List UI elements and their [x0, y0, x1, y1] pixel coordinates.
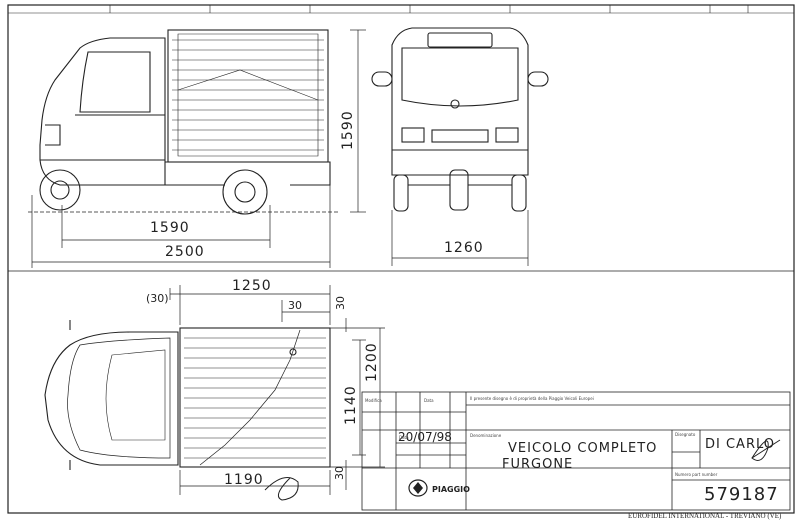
- front-view-vehicle: [371, 27, 549, 212]
- top-view-vehicle: [44, 320, 331, 470]
- dim-side-length: 2500: [165, 244, 205, 260]
- title-fine-print-3: Il presente disegno è di proprietà della…: [470, 396, 594, 401]
- side-view-vehicle: [39, 29, 331, 215]
- title-block: [361, 391, 791, 511]
- dim-top-lower-length: 1190: [224, 472, 264, 488]
- dim-front-width: 1260: [444, 240, 484, 256]
- title-fine-print-1: Modifica: [365, 398, 382, 403]
- dim-top-box-width-outer: 1200: [364, 342, 380, 382]
- label-disegnato: Disegnato: [675, 432, 696, 437]
- dim-top-offset-left: (30): [146, 292, 169, 305]
- dim-side-height: 1590: [340, 110, 356, 150]
- dim-side-wheelbase: 1590: [150, 220, 190, 236]
- piaggio-logo: PIAGGIO: [408, 479, 470, 497]
- svg-text:PIAGGIO: PIAGGIO: [432, 485, 470, 494]
- label-denominazione: Denominazione: [470, 433, 502, 438]
- drawing-subtitle: FURGONE: [502, 457, 573, 472]
- label-part-number: Numero part number: [675, 472, 718, 477]
- dim-top-offset-mid: 30: [288, 299, 302, 312]
- dim-top-offset-bottom: 30: [333, 466, 346, 480]
- drawing-date: 20/07/98: [398, 430, 452, 444]
- drawing-description: VEICOLO COMPLETO: [508, 441, 657, 456]
- dim-top-box-length: 1250: [232, 278, 272, 294]
- dim-top-box-width-inner: 1140: [343, 385, 359, 425]
- title-fine-print-2: Data: [424, 398, 434, 403]
- drawing-part-number: 579187: [704, 484, 779, 505]
- drafter-signature: [751, 439, 781, 461]
- footer-credit: EUROFIDEL INTERNATIONAL - TREVIANO (VE): [628, 512, 782, 520]
- drawing-drafter: DI CARLO: [705, 437, 775, 452]
- label-data: Data: [399, 435, 409, 440]
- dim-top-offset-right: 30: [334, 296, 347, 310]
- signature-scribble: [264, 477, 299, 501]
